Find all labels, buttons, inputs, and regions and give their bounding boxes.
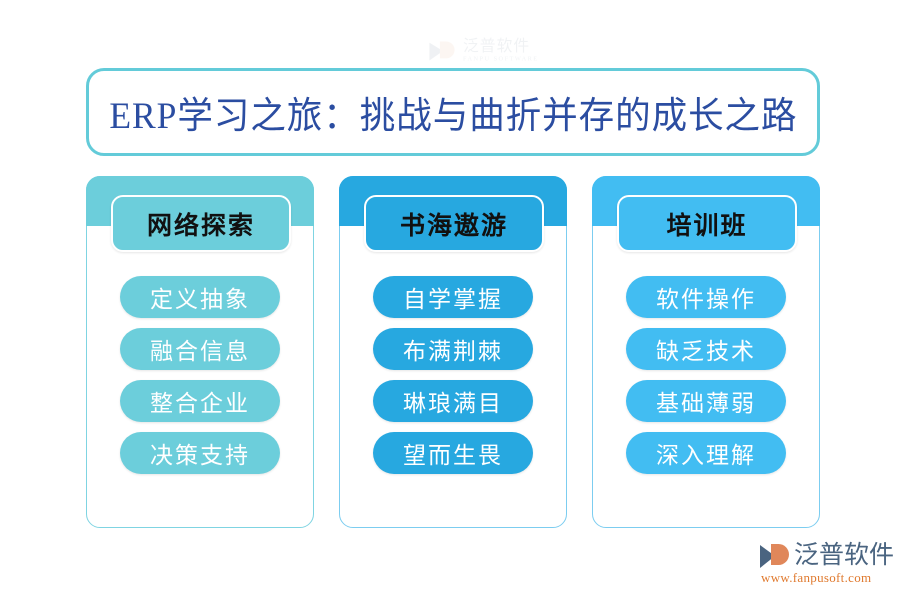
watermark-name: 泛普软件 bbox=[463, 38, 531, 56]
list-item-label: 基础薄弱 bbox=[656, 391, 756, 416]
watermark-subtitle: FANPU SOFTWARE bbox=[463, 55, 539, 63]
list-item[interactable]: 自学掌握 bbox=[373, 276, 533, 318]
brand-name: 泛普软件 bbox=[794, 542, 895, 569]
list-item-label: 琳琅满目 bbox=[403, 391, 503, 416]
column-card-3[interactable]: 培训班 软件操作 缺乏技术 基础薄弱 深入理解 bbox=[592, 176, 820, 528]
column-card-1[interactable]: 网络探索 定义抽象 融合信息 整合企业 决策支持 bbox=[86, 176, 314, 528]
column-item-list-2: 自学掌握 布满荆棘 琳琅满目 望而生畏 bbox=[339, 276, 567, 474]
watermark-logo-icon bbox=[429, 41, 456, 62]
brand-logo: 泛普软件 www.fanpusoft.com bbox=[760, 543, 894, 589]
page-title: ERP学习之旅：挑战与曲折并存的成长之路 bbox=[108, 96, 798, 137]
column-header-label: 书海遨游 bbox=[399, 212, 508, 240]
column-item-list-3: 软件操作 缺乏技术 基础薄弱 深入理解 bbox=[592, 276, 820, 474]
brand-logo-row: 泛普软件 bbox=[760, 543, 894, 569]
brand-url: www.fanpusoft.com bbox=[761, 570, 872, 585]
column-header-label: 培训班 bbox=[666, 212, 748, 240]
column-header-3[interactable]: 培训班 bbox=[617, 195, 797, 252]
column-header-label: 网络探索 bbox=[146, 212, 255, 240]
slide-title-box: ERP学习之旅：挑战与曲折并存的成长之路 bbox=[86, 68, 820, 156]
list-item-label: 软件操作 bbox=[656, 287, 756, 312]
list-item[interactable]: 整合企业 bbox=[120, 380, 280, 422]
column-header-1[interactable]: 网络探索 bbox=[111, 195, 291, 252]
column-card-2[interactable]: 书海遨游 自学掌握 布满荆棘 琳琅满目 望而生畏 bbox=[339, 176, 567, 528]
list-item[interactable]: 定义抽象 bbox=[120, 276, 280, 318]
list-item[interactable]: 望而生畏 bbox=[373, 432, 533, 474]
list-item[interactable]: 决策支持 bbox=[120, 432, 280, 474]
fanpu-logo-icon bbox=[760, 543, 790, 569]
list-item[interactable]: 缺乏技术 bbox=[626, 328, 786, 370]
list-item-label: 整合企业 bbox=[150, 391, 250, 416]
list-item-label: 决策支持 bbox=[150, 443, 250, 468]
list-item[interactable]: 基础薄弱 bbox=[626, 380, 786, 422]
list-item-label: 定义抽象 bbox=[150, 287, 250, 312]
list-item[interactable]: 软件操作 bbox=[626, 276, 786, 318]
watermark-upper: 泛普软件 FANPU SOFTWARE bbox=[429, 39, 538, 62]
list-item[interactable]: 琳琅满目 bbox=[373, 380, 533, 422]
column-group: 网络探索 定义抽象 融合信息 整合企业 决策支持 bbox=[86, 176, 820, 528]
list-item[interactable]: 融合信息 bbox=[120, 328, 280, 370]
list-item-label: 深入理解 bbox=[656, 443, 756, 468]
list-item[interactable]: 深入理解 bbox=[626, 432, 786, 474]
list-item-label: 自学掌握 bbox=[403, 287, 503, 312]
column-header-2[interactable]: 书海遨游 bbox=[364, 195, 544, 252]
list-item-label: 布满荆棘 bbox=[403, 339, 503, 364]
list-item-label: 望而生畏 bbox=[403, 443, 503, 468]
column-item-list-1: 定义抽象 融合信息 整合企业 决策支持 bbox=[86, 276, 314, 474]
list-item-label: 融合信息 bbox=[150, 339, 250, 364]
list-item-label: 缺乏技术 bbox=[656, 339, 756, 364]
list-item[interactable]: 布满荆棘 bbox=[373, 328, 533, 370]
